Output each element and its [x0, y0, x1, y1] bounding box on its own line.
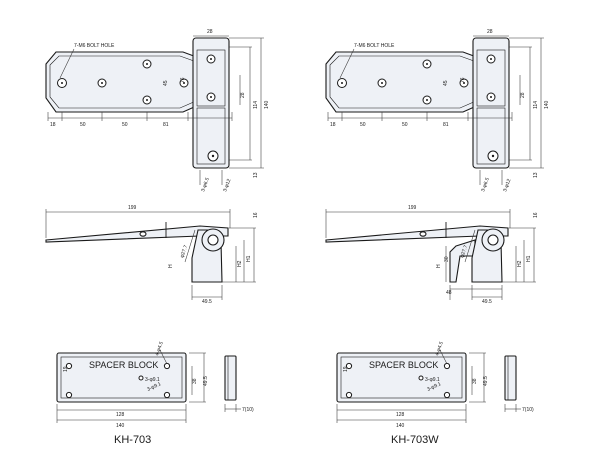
kh703-spacer-label: SPACER BLOCK: [89, 360, 158, 370]
kh703w-spacer-label: SPACER BLOCK: [369, 360, 438, 370]
kh703w-group: 7-M6 BOLT HOLE 28 18 50 50 81 76 45 28 1…: [325, 29, 550, 446]
kh703w-top-dim-28v: 28: [520, 92, 526, 98]
kh703w-side-dim-h1: H1: [526, 255, 532, 262]
kh703-top-dim-phi5: 3-φ6.5: [200, 177, 211, 193]
kh703-top-dim-76: 76: [180, 77, 186, 83]
kh703-spacer-dim-38: 38: [192, 378, 198, 384]
kh703w-side-view: 199 16 φ27.7 H 30 H2 H1 48 49.5: [325, 205, 539, 305]
kh703-spacer-block: SPACER BLOCK 4-φ4.5 3-φ9.1 3-φ9.1 19 38 …: [56, 341, 254, 429]
kh703-top-dim-18: 18: [50, 122, 56, 128]
kh703w-top-dim-28: 28: [487, 29, 493, 35]
kh703-spacer-dim-19: 19: [63, 366, 69, 372]
kh703w-spacer-dim-a: 3-φ9.1: [425, 377, 440, 383]
kh703-top-dim-140: 140: [264, 100, 270, 109]
kh703w-side-dim-16: 16: [533, 212, 539, 218]
kh703w-top-dim-13: 13: [533, 172, 539, 178]
kh703w-top-dim-114: 114: [533, 101, 539, 109]
kh703-top-dim-13: 13: [253, 172, 259, 178]
kh703w-spacer-dim-140: 140: [396, 423, 405, 429]
kh703w-side-dim-30: 30: [444, 256, 450, 262]
kh703-side-dim-495: 49.5: [202, 299, 212, 305]
kh703w-spacer-dim-b: 3-φ9.1: [426, 381, 442, 393]
kh703-top-dim-phi12: 3-φ12: [222, 178, 232, 193]
kh703-side-dim-199: 199: [128, 205, 137, 211]
kh703w-side-dim-495: 49.5: [482, 299, 492, 305]
kh703w-side-dim-199: 199: [408, 205, 417, 211]
kh703-top-dim-28: 28: [207, 29, 213, 35]
kh703w-caption: KH-703W: [391, 434, 439, 446]
kh703-side-dim-r: φ27.7: [179, 244, 189, 258]
kh703-side-dim-16: 16: [253, 212, 259, 218]
kh703w-spacer-block: SPACER BLOCK 4-φ4.5 3-φ9.1 3-φ9.1 19 38 …: [336, 341, 534, 429]
kh703-side-dim-h2: H2: [237, 260, 243, 267]
kh703w-bolt-note: 7-M6 BOLT HOLE: [354, 43, 395, 49]
kh703-top-dim-50b: 50: [122, 122, 128, 128]
kh703w-top-dim-50a: 50: [360, 122, 366, 128]
kh703-side-dim-h1: H1: [246, 255, 252, 262]
kh703w-top-dim-45: 45: [443, 80, 449, 86]
kh703-top-dim-50a: 50: [80, 122, 86, 128]
kh703w-spacer-dim-38: 38: [472, 378, 478, 384]
kh703w-side-dim-r: φ27.7: [459, 244, 469, 258]
kh703-spacer-dim-710: 7(10): [242, 407, 254, 413]
kh703-side-view: 199 16 φ27.7 H H2 H1 49.5: [45, 205, 259, 305]
kh703w-spacer-dim-495: 49.5: [483, 376, 489, 386]
kh703w-side-dim-48: 48: [446, 290, 452, 296]
kh703w-side-dim-h: H: [436, 264, 442, 268]
kh703-spacer-dim-140: 140: [116, 423, 125, 429]
kh703w-spacer-dim-710: 7(10): [522, 407, 534, 413]
kh703-spacer-dim-128: 128: [116, 412, 125, 418]
kh703w-top-dim-50b: 50: [402, 122, 408, 128]
kh703-top-dim-45: 45: [163, 80, 169, 86]
kh703-top-view: 7-M6 BOLT HOLE 28 18 50 50 81 76 45 28 1…: [45, 29, 270, 193]
kh703w-top-dim-phi12: 3-φ12: [502, 178, 512, 193]
kh703-top-dim-114: 114: [253, 101, 259, 109]
kh703-top-dim-81: 81: [163, 122, 169, 128]
kh703-top-dim-28v: 28: [240, 92, 246, 98]
kh703w-top-dim-76: 76: [460, 77, 466, 83]
kh703w-spacer-dim-19: 19: [343, 366, 349, 372]
kh703-spacer-dim-495: 49.5: [203, 376, 209, 386]
kh703w-top-dim-phi5: 3-φ6.5: [480, 177, 491, 193]
kh703w-top-dim-18: 18: [330, 122, 336, 128]
kh703w-spacer-dim-128: 128: [396, 412, 405, 418]
kh703w-top-dim-81: 81: [443, 122, 449, 128]
kh703-group: 7-M6 BOLT HOLE 28 18 50 50 81 76 45 28 1…: [45, 29, 270, 446]
kh703w-spacer-dim-45: 4-φ4.5: [434, 341, 445, 357]
kh703-bolt-note: 7-M6 BOLT HOLE: [74, 43, 115, 49]
kh703-spacer-dim-b: 3-φ9.1: [146, 381, 162, 393]
kh703-caption: KH-703: [114, 434, 151, 446]
kh703w-top-view: 7-M6 BOLT HOLE 28 18 50 50 81 76 45 28 1…: [325, 29, 550, 193]
kh703-spacer-dim-45: 4-φ4.5: [154, 341, 165, 357]
kh703-side-dim-h: H: [168, 264, 174, 268]
kh703-spacer-dim-a: 3-φ9.1: [145, 377, 160, 383]
kh703w-top-dim-140: 140: [544, 100, 550, 109]
kh703w-side-dim-h2: H2: [517, 260, 523, 267]
